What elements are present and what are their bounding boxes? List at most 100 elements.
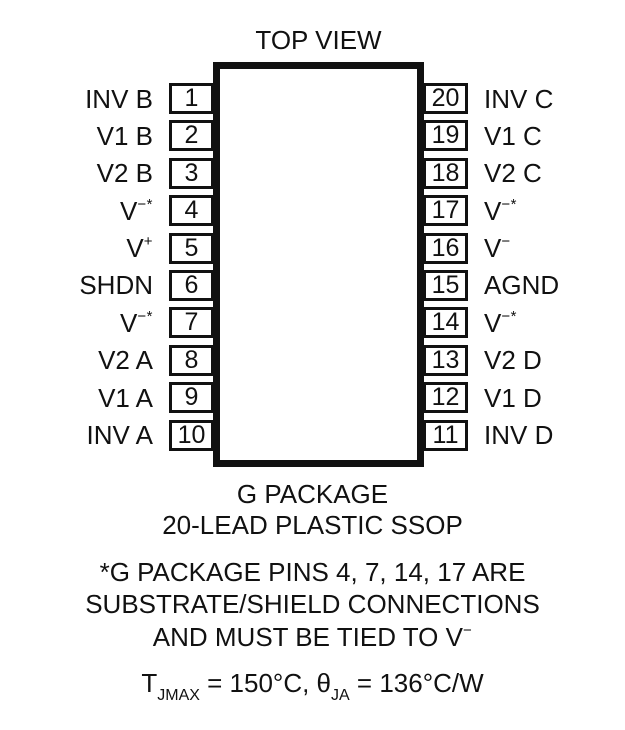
pin-number-box: 16 bbox=[423, 232, 468, 264]
pin-number-box: 14 bbox=[423, 307, 468, 339]
pin-number-box: 5 bbox=[169, 232, 214, 264]
pin-number-box: 9 bbox=[169, 382, 214, 414]
pin-label-text: V1 B bbox=[96, 120, 153, 151]
pin-row: 13 V2 D bbox=[423, 344, 625, 376]
pin-row: V−* 7 bbox=[0, 307, 214, 339]
pin-number: 12 bbox=[431, 383, 460, 412]
pin-number-box: 7 bbox=[169, 307, 214, 339]
pin-number-box: 13 bbox=[423, 344, 468, 376]
pin-number: 10 bbox=[177, 420, 206, 449]
pin-number: 7 bbox=[184, 308, 199, 337]
diagram-title: TOP VIEW bbox=[255, 25, 382, 55]
pin-label: V1 D bbox=[484, 385, 542, 411]
note-line-3-text: AND MUST BE TIED TO V bbox=[152, 621, 463, 652]
pin-number: 2 bbox=[184, 121, 199, 150]
pin-label: V1 B bbox=[97, 123, 153, 149]
pin-number: 14 bbox=[431, 308, 460, 337]
pin-row: 16 V− bbox=[423, 232, 625, 264]
t-symbol: T bbox=[141, 668, 158, 698]
pin-row: V2 B 3 bbox=[0, 157, 214, 189]
pin-row: V2 A 8 bbox=[0, 344, 214, 376]
pin-label: V1 C bbox=[484, 123, 542, 149]
pin-number: 9 bbox=[184, 383, 199, 412]
pin-column-right: 20 INV C 19 V1 C 18 V2 C 17 V−* 16 V− 15… bbox=[423, 83, 625, 451]
pin-number-box: 15 bbox=[423, 269, 468, 301]
pin-label-sup: −* bbox=[501, 196, 517, 214]
pin-number: 19 bbox=[431, 121, 460, 150]
pin-number-box: 11 bbox=[423, 419, 468, 451]
pin-number: 17 bbox=[431, 196, 460, 225]
pin-number: 1 bbox=[184, 84, 199, 112]
pin-label: V1 A bbox=[98, 385, 153, 411]
pin-label-text: INV B bbox=[85, 83, 153, 114]
pin-row: 20 INV C bbox=[423, 83, 625, 114]
pin-number: 5 bbox=[184, 233, 199, 262]
thermal-ratings: TJMAX = 150°C, θJA = 136°C/W bbox=[0, 668, 625, 704]
pin-label: AGND bbox=[484, 272, 559, 298]
pin-row: 15 AGND bbox=[423, 269, 625, 301]
pin-label-sup: −* bbox=[137, 308, 153, 326]
pin-label-text: V2 C bbox=[484, 158, 542, 189]
pin-row: SHDN 6 bbox=[0, 269, 214, 301]
pin-label-text: V bbox=[484, 195, 502, 226]
theta-subscript: JA bbox=[331, 687, 350, 705]
pin-label-text: INV C bbox=[484, 83, 554, 114]
pin-label-text: INV D bbox=[484, 420, 554, 451]
pin-row: V−* 4 bbox=[0, 195, 214, 227]
ic-package-body bbox=[213, 62, 424, 467]
pin-row: INV B 1 bbox=[0, 83, 214, 114]
package-name: G PACKAGE bbox=[236, 479, 389, 509]
pin-number: 16 bbox=[431, 233, 460, 262]
t-value: = 150°C, bbox=[199, 668, 317, 698]
pin-number: 8 bbox=[184, 345, 199, 374]
pin-label-text: V1 D bbox=[484, 382, 542, 413]
pin-label: V2 A bbox=[98, 347, 153, 373]
pin-number-box: 1 bbox=[169, 83, 214, 114]
pin-number-box: 8 bbox=[169, 344, 214, 376]
pin-row: 19 V1 C bbox=[423, 120, 625, 152]
pin-number: 11 bbox=[432, 420, 459, 449]
pin-label: INV A bbox=[87, 422, 153, 448]
pin-row: V1 B 2 bbox=[0, 120, 214, 152]
pin-label-text: V bbox=[120, 195, 138, 226]
note-line-3-sup: − bbox=[462, 622, 473, 640]
pin-label-sup: + bbox=[143, 233, 153, 251]
pin-label-text: V bbox=[484, 307, 502, 338]
pin-label-text: V2 D bbox=[484, 345, 542, 376]
pin-column-left: INV B 1 V1 B 2 V2 B 3 V−* 4 V+ 5 SHDN 6 … bbox=[0, 83, 214, 451]
pin-label: INV B bbox=[85, 86, 153, 112]
note-line-1: *G PACKAGE PINS 4, 7, 14, 17 ARE bbox=[99, 557, 526, 587]
pin-number-box: 20 bbox=[423, 83, 468, 114]
pin-number-box: 12 bbox=[423, 382, 468, 414]
pin-number-box: 10 bbox=[169, 419, 214, 451]
pin-label-text: V2 A bbox=[98, 345, 153, 376]
pin-label-text: AGND bbox=[484, 270, 560, 301]
t-subscript: JMAX bbox=[157, 687, 200, 705]
pin-number: 3 bbox=[184, 158, 199, 187]
pin-label: V+ bbox=[126, 233, 153, 261]
note-line-2: SUBSTRATE/SHIELD CONNECTIONS bbox=[85, 589, 540, 620]
pin-number: 4 bbox=[184, 196, 199, 225]
pin-number-box: 2 bbox=[169, 120, 214, 152]
pin-label-text: V bbox=[120, 307, 138, 338]
pin-number: 20 bbox=[431, 84, 460, 112]
pin-label-text: V bbox=[484, 233, 502, 264]
pin-number-box: 4 bbox=[169, 195, 214, 227]
pin-row: V+ 5 bbox=[0, 232, 214, 264]
pin-row: 12 V1 D bbox=[423, 382, 625, 414]
pin-label: INV C bbox=[484, 86, 553, 112]
pin-number: 18 bbox=[431, 158, 460, 187]
theta-value: = 136°C/W bbox=[349, 668, 484, 698]
pin-label: V2 C bbox=[484, 160, 542, 186]
pin-number-box: 19 bbox=[423, 120, 468, 152]
pin-label: V2 D bbox=[484, 347, 542, 373]
package-type: 20-LEAD PLASTIC SSOP bbox=[162, 510, 463, 540]
pin-label-text: V1 C bbox=[484, 120, 542, 151]
pin-label-sup: − bbox=[501, 233, 511, 251]
substrate-note: *G PACKAGE PINS 4, 7, 14, 17 ARE SUBSTRA… bbox=[0, 556, 625, 653]
pin-number: 13 bbox=[431, 345, 460, 374]
pin-label-text: V2 B bbox=[96, 158, 153, 189]
pin-row: 18 V2 C bbox=[423, 157, 625, 189]
pin-row: V1 A 9 bbox=[0, 382, 214, 414]
pin-row: 14 V−* bbox=[423, 307, 625, 339]
